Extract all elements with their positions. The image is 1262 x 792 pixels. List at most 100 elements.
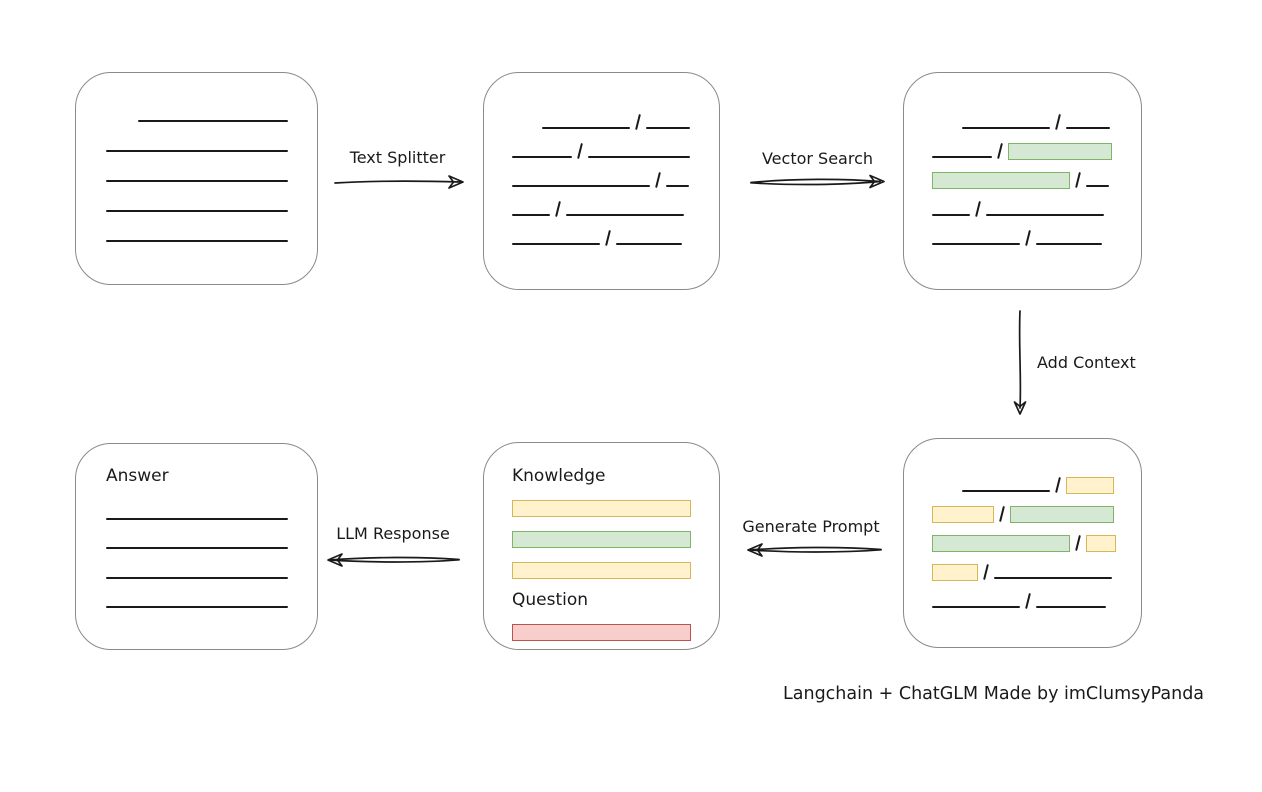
box-row: [106, 92, 288, 122]
box-row: [932, 158, 1117, 189]
llm-response-label: LLM Response: [336, 524, 450, 543]
split-text-box: [483, 72, 720, 290]
slash-separator: [1075, 171, 1082, 189]
text-line: [932, 606, 1020, 608]
text-line: [1036, 243, 1103, 245]
green-chunk: [1010, 506, 1115, 523]
text-line: [512, 214, 550, 216]
slash-separator: [635, 113, 642, 131]
box-row: [932, 216, 1117, 247]
text-line: [542, 127, 630, 129]
red-bar: [512, 624, 691, 641]
slash-separator: [1025, 592, 1032, 610]
source-document-box: [75, 72, 318, 285]
add-context-arrow-icon: [1013, 310, 1027, 415]
box-row: Question: [512, 579, 691, 610]
box-row: [932, 521, 1117, 552]
box-row: [106, 579, 288, 608]
text-line: [962, 127, 1050, 129]
slash-separator: [997, 142, 1004, 160]
box-row: [106, 212, 288, 242]
generate-prompt-arrow-icon: [747, 543, 882, 557]
slash-separator: [1055, 476, 1062, 494]
box-row: [932, 550, 1117, 581]
add-context-label: Add Context: [1037, 353, 1136, 372]
slash-separator: [655, 171, 662, 189]
text-line: [994, 577, 1113, 579]
box-row: [106, 549, 288, 579]
caption: Langchain + ChatGLM Made by imClumsyPand…: [783, 684, 1205, 704]
green-chunk: [932, 535, 1070, 552]
green-chunk: [932, 172, 1070, 189]
text-line: [106, 547, 288, 549]
slash-separator: [1075, 534, 1082, 552]
text-line: [566, 214, 685, 216]
slash-separator: [1025, 229, 1032, 247]
box-row: [932, 187, 1117, 218]
text-line: [512, 185, 650, 187]
box-row: [106, 490, 288, 520]
yellow-chunk: [932, 506, 994, 523]
box-row: [512, 548, 691, 579]
slash-separator: [983, 563, 990, 581]
green-bar: [512, 531, 691, 548]
text-line: [588, 156, 691, 158]
box-row: [932, 492, 1117, 523]
text-line: [1086, 185, 1110, 187]
box-row: [932, 463, 1117, 494]
vector-matched-box: [903, 72, 1142, 290]
text-line: [106, 210, 288, 212]
box-row: [106, 182, 288, 212]
text-line: [512, 243, 600, 245]
vector-search-label: Vector Search: [761, 149, 874, 168]
text-splitter-arrow-icon: [334, 175, 464, 189]
slash-separator: [577, 142, 584, 160]
box-row: [512, 610, 691, 641]
text-line: [106, 180, 288, 182]
slash-separator: [555, 200, 562, 218]
text-line: [666, 185, 690, 187]
text-line: [1066, 127, 1111, 129]
vector-search-arrow-icon: [750, 174, 885, 189]
box-row: [932, 129, 1117, 160]
box-row: Answer: [106, 466, 286, 490]
slash-separator: [1055, 113, 1062, 131]
generate-prompt-label: Generate Prompt: [742, 517, 880, 536]
box-row: [512, 100, 695, 131]
box-row: [106, 520, 288, 549]
box-row: [512, 486, 691, 517]
box-label: Answer: [106, 466, 169, 486]
text-line: [932, 214, 970, 216]
text-line: [106, 606, 288, 608]
box-row: [932, 100, 1117, 131]
box-row: [106, 152, 288, 182]
llm-response-arrow-icon: [327, 553, 460, 567]
box-label: Question: [512, 590, 589, 610]
text-line: [138, 120, 288, 122]
text-line: [962, 490, 1050, 492]
text-line: [106, 240, 288, 242]
box-label: Knowledge: [512, 466, 606, 486]
green-chunk: [1008, 143, 1113, 160]
text-line: [932, 243, 1020, 245]
text-line: [106, 517, 288, 520]
text-line: [106, 576, 288, 579]
text-line: [106, 150, 288, 152]
text-line: [512, 156, 572, 158]
box-row: [512, 187, 695, 218]
box-row: [512, 517, 691, 548]
yellow-chunk: [1086, 535, 1117, 552]
slash-separator: [975, 200, 982, 218]
box-row: [106, 122, 288, 152]
text-line: [616, 243, 683, 245]
text-line: [1036, 606, 1107, 608]
text-line: [986, 214, 1105, 216]
text-splitter-label: Text Splitter: [349, 148, 446, 167]
box-row: Knowledge: [512, 455, 691, 486]
answer-box: Answer: [75, 443, 318, 650]
box-row: [512, 158, 695, 189]
box-row: [512, 129, 695, 160]
yellow-chunk: [1066, 477, 1115, 494]
